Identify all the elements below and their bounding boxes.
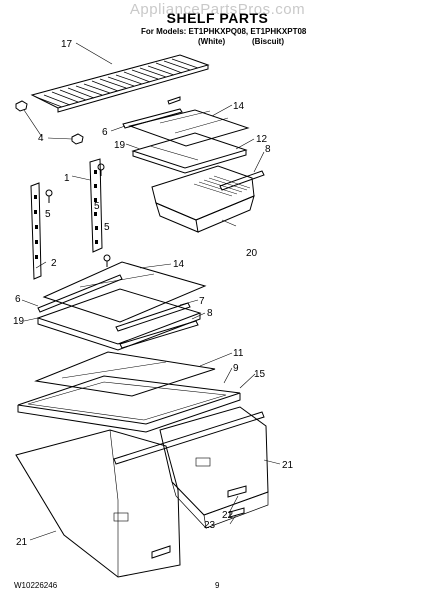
middle-shelf-frame [36, 288, 202, 351]
trim-clip [167, 96, 181, 105]
callout-label: 6 [15, 294, 21, 305]
crisper-cover-frame [17, 375, 241, 433]
crisper-drawer-right [159, 406, 269, 530]
shelf-support-rail [89, 158, 103, 253]
upper-glass-shelf [128, 109, 250, 147]
slide-rail-8 [119, 320, 199, 349]
screws [45, 163, 111, 267]
crisper-drawer-left [15, 429, 181, 578]
diagram-title: SHELF PARTS [166, 10, 269, 26]
shelf-end-caps [15, 100, 84, 145]
callout-label: 17 [61, 39, 73, 50]
callout-label: 8 [207, 308, 213, 319]
callout-label: 20 [246, 248, 258, 259]
callout-label: 7 [199, 296, 205, 307]
callout-label: 22 [222, 510, 234, 521]
middle-glass-shelf [42, 261, 207, 323]
callout-label: 19 [114, 140, 126, 151]
callout-label: 1 [64, 173, 70, 184]
front-trim-middle [37, 274, 123, 313]
callout-label: 23 [204, 520, 216, 531]
callout-label: 4 [38, 133, 44, 144]
callout-label: 5 [94, 201, 100, 212]
slide-rail-7 [115, 302, 191, 332]
document-number: W10226246 [14, 581, 58, 590]
drawer-slide-lower [151, 545, 171, 559]
callout-labels: 17 4 6 19 14 12 8 1 5 5 5 2 20 14 6 7 19… [13, 39, 294, 548]
callout-label: 15 [254, 369, 266, 380]
page-number: 9 [215, 581, 220, 590]
callout-label: 11 [233, 348, 244, 359]
callout-label: 5 [45, 209, 51, 220]
drawer-stop-23 [229, 507, 245, 518]
callout-label: 19 [13, 316, 25, 327]
variant-white: (White) [198, 37, 226, 46]
callout-label: 9 [233, 363, 239, 374]
crisper-cover-glass [34, 351, 216, 397]
upper-shelf-frame [131, 132, 248, 174]
callout-label: 2 [51, 258, 57, 269]
models-line: For Models: ET1PHKXPQ08, ET1PHKXPT08 [141, 27, 307, 36]
callout-label: 14 [173, 259, 185, 270]
upper-drawer [151, 165, 255, 233]
leader-lines [21, 42, 281, 541]
shelf-support-rail-left [30, 182, 42, 280]
drawer-slide-22 [227, 485, 247, 498]
wire-shelf [30, 54, 210, 113]
crisper-rail [113, 411, 265, 465]
callout-label: 5 [104, 222, 110, 233]
callout-label: 12 [256, 134, 268, 145]
watermark: AppliancePartsPros.com [129, 1, 306, 18]
front-trim-upper [122, 108, 183, 129]
slide-rail-upper [219, 170, 265, 191]
callout-label: 6 [102, 127, 108, 138]
callout-label: 8 [265, 144, 271, 155]
variant-biscuit: (Biscuit) [252, 37, 284, 46]
callout-label: 21 [16, 537, 28, 548]
callout-label: 21 [282, 460, 294, 471]
callout-label: 14 [233, 101, 245, 112]
